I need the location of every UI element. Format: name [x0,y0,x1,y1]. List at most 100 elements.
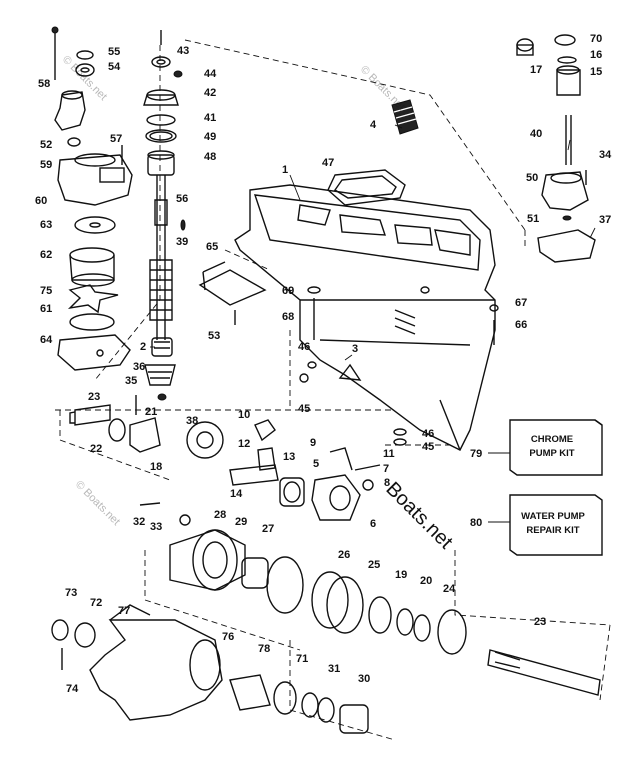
watermarks: Boats.net © Boats.net © Boats.net © Boat… [60,54,457,554]
callout-33: 33 [150,521,162,533]
callout-60: 60 [35,195,47,207]
callout-64: 64 [40,334,53,346]
callout-32: 32 [133,516,145,528]
callout-61: 61 [40,303,52,315]
callout-numbers: 1 2 3 4 5 6 7 8 9 10 11 12 13 14 15 16 1… [35,33,612,695]
callout-46-upper: 46 [298,341,310,353]
callout-69: 69 [282,285,294,297]
callout-45-upper: 45 [298,403,310,415]
callout-23-upper: 23 [88,391,100,403]
callout-14: 14 [230,488,243,500]
callout-63: 63 [40,219,52,231]
callout-43: 43 [177,45,189,57]
callout-50: 50 [526,172,538,184]
callout-67: 67 [515,297,527,309]
callout-56: 56 [176,193,188,205]
callout-44: 44 [204,68,217,80]
bearing-carrier-assembly [139,502,601,696]
callout-22: 22 [90,443,102,455]
callout-4: 4 [370,119,377,131]
callout-72: 72 [90,597,102,609]
callout-24: 24 [443,583,456,595]
watermark-bottom-left: © Boats.net [73,479,122,528]
callout-25: 25 [368,559,380,571]
callout-11: 11 [383,448,395,460]
pump-cover-parts [516,34,596,263]
callout-39: 39 [176,236,188,248]
exhaust-seal [327,169,406,206]
callout-40: 40 [530,128,542,140]
callout-37: 37 [599,214,611,226]
callout-15: 15 [590,66,602,78]
callout-21: 21 [145,406,157,418]
callout-30: 30 [358,673,370,685]
callout-10: 10 [238,409,250,421]
callout-3: 3 [352,343,358,355]
grommet [391,99,419,135]
callout-78: 78 [258,643,270,655]
callout-28: 28 [214,509,226,521]
assembly-guides [55,39,611,741]
callout-16: 16 [590,49,602,61]
callout-9: 9 [310,437,316,449]
callout-77: 77 [118,605,130,617]
callout-26: 26 [338,549,350,561]
callout-57: 57 [110,133,122,145]
callout-13: 13 [283,451,295,463]
callout-47: 47 [322,157,334,169]
callout-53: 53 [208,330,220,342]
chrome-kit-line1: CHROME [531,434,573,445]
callout-12: 12 [238,438,250,450]
callout-18: 18 [150,461,162,473]
callout-6: 6 [370,518,376,530]
callout-5: 5 [313,458,319,470]
callout-34: 34 [599,149,612,161]
callout-42: 42 [204,87,216,99]
callout-55: 55 [108,46,120,58]
callout-23-lower: 23 [534,616,546,628]
misc-hardware [198,261,499,446]
callout-31: 31 [328,663,340,675]
propeller-assembly [51,604,369,734]
chrome-kit-line2: PUMP KIT [529,448,574,459]
driveshaft-assembly [143,30,186,401]
watermark-top-left: © Boats.net [60,54,109,103]
callout-51: 51 [527,213,539,225]
callout-1: 1 [282,164,288,176]
callout-49: 49 [204,131,216,143]
kit-labels: CHROME PUMP KIT WATER PUMP REPAIR KIT [521,434,585,536]
callout-73: 73 [65,587,77,599]
callout-36: 36 [133,361,145,373]
callout-70: 70 [590,33,602,45]
callout-20: 20 [420,575,432,587]
callout-74: 74 [66,683,79,695]
kit-boxes [509,419,603,556]
callout-35: 35 [125,375,137,387]
callout-19: 19 [395,569,407,581]
callout-48: 48 [204,151,216,163]
water-kit-line1: WATER PUMP [521,511,585,522]
water-kit-line2: REPAIR KIT [526,525,579,536]
callout-2: 2 [140,341,146,353]
water-pump-assembly [51,26,133,371]
callout-54: 54 [108,61,121,73]
callout-68: 68 [282,311,294,323]
callout-27: 27 [262,523,274,535]
callout-41: 41 [204,112,216,124]
callout-58: 58 [38,78,50,90]
callout-8: 8 [384,477,390,489]
callout-45-lower: 45 [422,441,434,453]
callout-52: 52 [40,139,52,151]
callout-66: 66 [515,319,527,331]
callout-75: 75 [40,285,52,297]
callout-46-lower: 46 [422,428,434,440]
callout-leaders [150,124,596,523]
callout-79: 79 [470,448,482,460]
callout-38: 38 [186,415,198,427]
callout-80: 80 [470,517,482,529]
callout-65: 65 [206,241,218,253]
callout-59: 59 [40,159,52,171]
callout-62: 62 [40,249,52,261]
watermark-main: Boats.net [381,478,457,554]
